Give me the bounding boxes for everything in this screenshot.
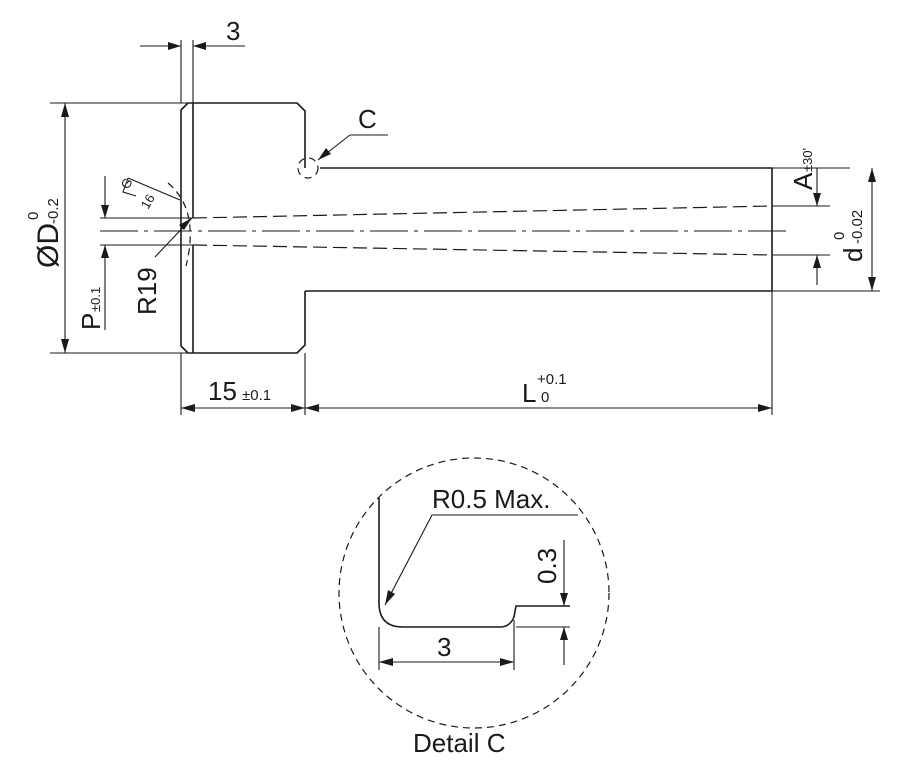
step-w-label: 3 — [437, 632, 451, 662]
dim-diameter: ØD 0 -0.2 — [25, 102, 188, 354]
dim-angle-a: A ±30' — [772, 148, 880, 292]
small-g-group: G — [118, 175, 136, 191]
d-label: d — [838, 248, 868, 262]
dim-d: d 0 -0.02 — [831, 168, 876, 291]
dim-top-3: 3 — [140, 16, 245, 103]
small-num-group: 16 — [138, 191, 158, 211]
p-label: P — [76, 313, 106, 330]
d-tol-upper: 0 — [831, 232, 848, 240]
part-outline — [180, 102, 773, 354]
detail-c-leader: C — [317, 104, 388, 161]
head-len-label: 15 — [208, 376, 237, 406]
step-h-label: 0.3 — [532, 548, 562, 584]
dim-p: P ±0.1 — [76, 176, 193, 330]
rad-max-label: R0.5 Max. — [432, 484, 551, 514]
length-label: L — [522, 378, 536, 408]
d-tol-lower: -0.02 — [849, 210, 866, 244]
detail-c-marker — [297, 157, 319, 179]
tapered-bore — [100, 205, 790, 256]
small-g: G — [118, 175, 136, 191]
radius-label-group: R19 — [132, 267, 162, 315]
small-num: 16 — [138, 191, 158, 211]
p-tol: ±0.1 — [88, 287, 103, 312]
detail-title: Detail C — [413, 728, 505, 758]
spherical-face — [122, 177, 193, 267]
length-tol-upper: +0.1 — [537, 371, 567, 388]
radius-label: R19 — [132, 267, 162, 315]
angle-a-label: A — [788, 172, 818, 190]
detail-c-ref: C — [358, 104, 377, 134]
angle-a-tol: ±30' — [800, 148, 815, 172]
detail-c-view: R0.5 Max. 0.3 3 — [338, 457, 610, 729]
dim-bottom: 15 ±0.1 L +0.1 0 — [180, 291, 773, 415]
diameter-label: ØD — [32, 223, 65, 268]
head-len-tol: ±0.1 — [242, 387, 271, 404]
top-dim-label: 3 — [226, 16, 240, 46]
diameter-tol-upper: 0 — [25, 212, 42, 220]
length-tol-lower: 0 — [541, 389, 549, 406]
diameter-tol-lower: -0.2 — [45, 198, 62, 224]
